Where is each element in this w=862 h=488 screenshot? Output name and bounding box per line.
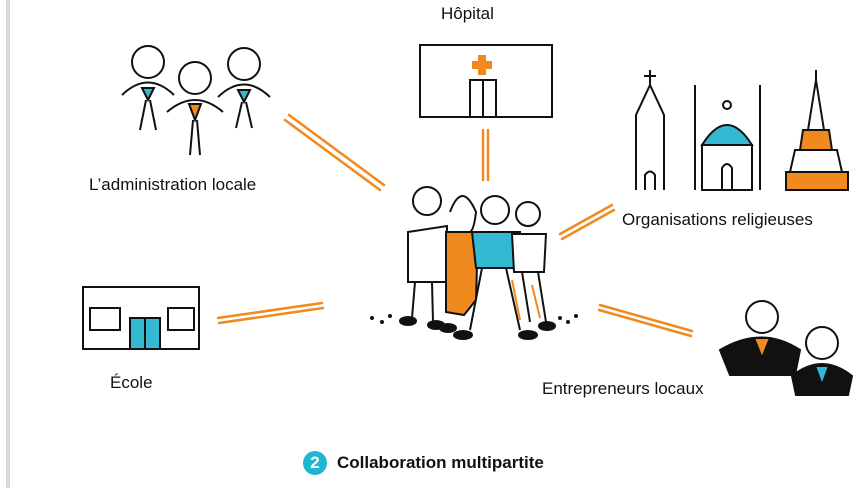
step-number-badge: 2: [303, 451, 327, 475]
connector-school: [216, 301, 325, 325]
label-local-entrepreneurs: Entrepreneurs locaux: [542, 379, 704, 398]
label-local-administration: L’administration locale: [89, 175, 257, 194]
connector-entrepreneurs: [597, 303, 694, 338]
label-school: École: [110, 373, 153, 392]
connector-lines: [216, 113, 694, 338]
places-of-worship-icon: [635, 70, 849, 191]
connector-religious: [558, 203, 616, 241]
caption-title: Collaboration multipartite: [337, 453, 544, 472]
community-group-icon: [370, 186, 578, 340]
label-religious-organizations: Organisations religieuses: [622, 210, 813, 229]
business-people-icon: [718, 300, 854, 396]
connector-hospital: [481, 128, 490, 182]
school-building-icon: [82, 286, 200, 350]
officials-group-icon: [121, 45, 271, 156]
left-border: [6, 0, 10, 488]
label-hospital: Hôpital: [441, 4, 494, 23]
hospital-icon: [419, 44, 553, 118]
connector-admin: [283, 113, 386, 192]
figure-caption: 2 Collaboration multipartite: [303, 451, 544, 475]
